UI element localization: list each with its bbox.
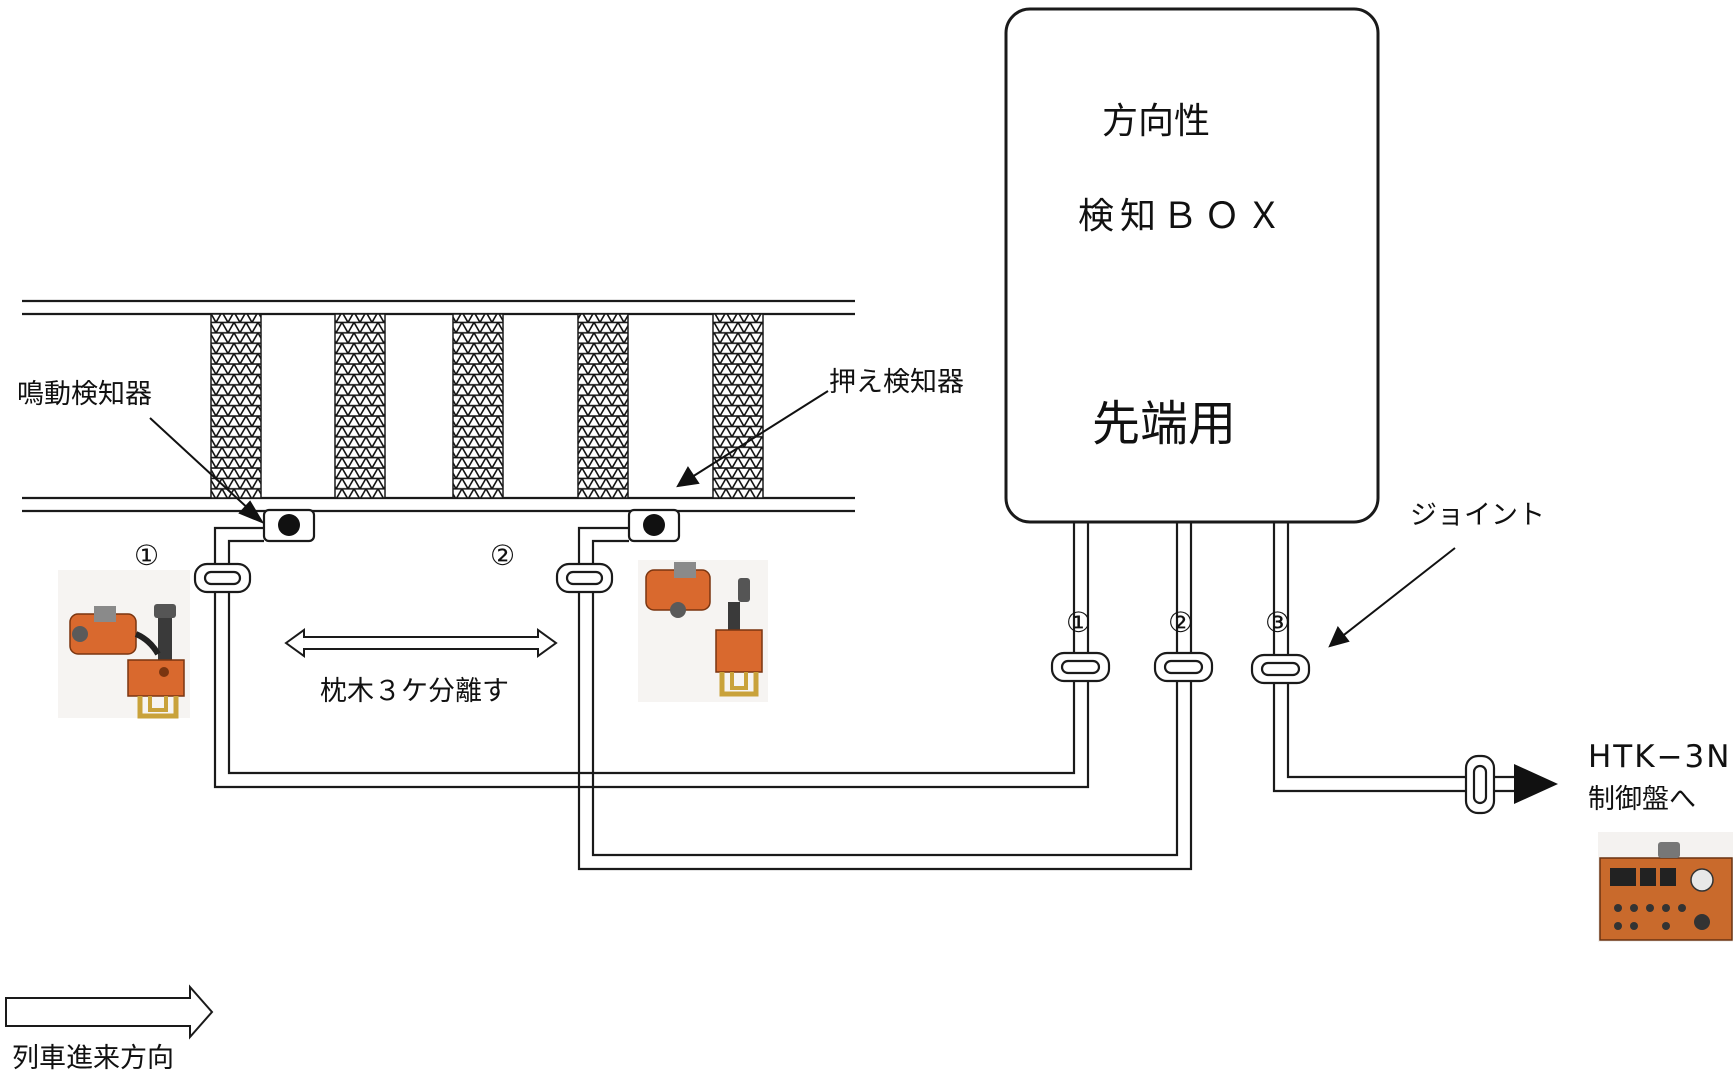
- label-train-direction: 列車進来方向: [12, 1043, 174, 1074]
- sleeper: [452, 313, 504, 499]
- sleeper: [577, 313, 629, 499]
- label-press-detector: 押え検知器: [829, 367, 964, 398]
- marker-detector-2: ②: [490, 539, 515, 572]
- label-control-panel: 制御盤へ: [1588, 784, 1696, 815]
- joint-output: [1464, 754, 1496, 815]
- separation-arrow: [284, 628, 558, 658]
- sleepers: [210, 313, 764, 499]
- pointer-sound-detector: [149, 417, 265, 525]
- marker-box-2: ②: [1168, 606, 1193, 639]
- box-title-line2: 検知ＢＯＸ: [1078, 196, 1288, 237]
- label-control-model: HTK−3N: [1588, 739, 1731, 775]
- control-panel-device: [1598, 832, 1733, 942]
- cable-2: [577, 522, 1193, 871]
- cable-1: [213, 522, 1090, 789]
- label-sound-detector: 鳴動検知器: [17, 379, 152, 410]
- pointer-press-detector: [676, 390, 829, 488]
- cable-joints: [193, 562, 1496, 815]
- marker-box-1: ①: [1066, 606, 1091, 639]
- press-detector-device: [638, 560, 768, 702]
- rail-sensor-2: [627, 508, 681, 543]
- output-arrow-icon: [1514, 764, 1558, 804]
- sleeper: [334, 313, 386, 499]
- joint-cable-1: [193, 562, 252, 594]
- marker-box-3: ③: [1265, 606, 1290, 639]
- detection-box: [1004, 7, 1380, 524]
- marker-detector-1: ①: [134, 539, 159, 572]
- rail-sensor-1: [262, 508, 316, 543]
- joint-box-1: [1050, 651, 1111, 683]
- joint-cable-2: [555, 562, 614, 594]
- train-direction-arrow: [5, 984, 214, 1040]
- box-title-line1: 方向性: [1102, 101, 1210, 142]
- box-title-line3: 先端用: [1092, 396, 1236, 452]
- pointer-joint: [1328, 547, 1456, 648]
- label-joint: ジョイント: [1410, 500, 1545, 531]
- joint-box-2: [1153, 651, 1214, 683]
- label-separation: 枕木３ケ分離す: [320, 676, 509, 707]
- joint-box-3: [1250, 653, 1311, 685]
- cable-3: [1272, 522, 1514, 793]
- sound-detector-device: [58, 570, 190, 719]
- sleeper: [712, 313, 764, 499]
- sleeper: [210, 313, 262, 499]
